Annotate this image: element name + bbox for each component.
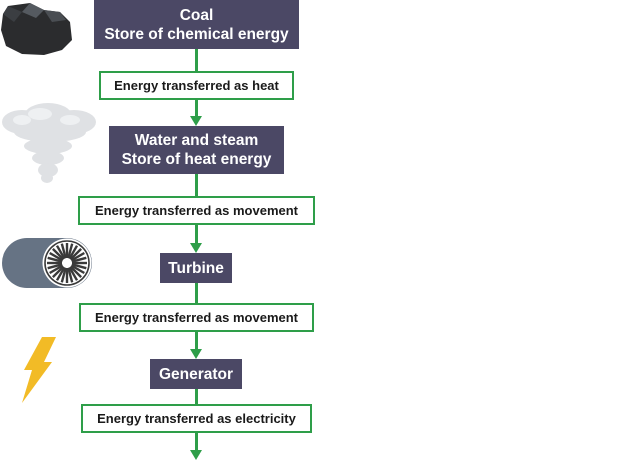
stage-subtitle: Store of heat energy bbox=[121, 151, 272, 168]
stage-title: Generator bbox=[158, 365, 234, 383]
turbine-spoke bbox=[49, 251, 64, 262]
connector-line bbox=[195, 174, 198, 196]
turbine-spoke bbox=[52, 248, 65, 261]
turbine-spoke bbox=[68, 245, 79, 260]
turbine-spoke bbox=[71, 263, 87, 270]
turbine-spoke bbox=[71, 256, 87, 263]
stage-title: Turbine bbox=[168, 259, 224, 277]
connector-line bbox=[195, 433, 198, 451]
connector-line bbox=[195, 389, 198, 404]
arrow-head bbox=[190, 450, 202, 460]
turbine-spoke bbox=[52, 265, 65, 278]
turbine-spoke bbox=[69, 248, 82, 261]
transfer-box-heat: Energy transferred as heat bbox=[99, 71, 294, 100]
transfer-box-movement: Energy transferred as movement bbox=[78, 196, 315, 225]
turbine-spoke bbox=[47, 256, 63, 263]
transfer-box-electricity: Energy transferred as electricity bbox=[81, 404, 312, 433]
connector-line bbox=[195, 100, 198, 116]
connector-line bbox=[195, 332, 198, 350]
lightning-bolt-icon bbox=[22, 337, 56, 403]
stage-box-generator: Generator bbox=[150, 359, 242, 389]
turbine-spoke bbox=[55, 245, 66, 260]
turbine-spoke bbox=[67, 267, 74, 283]
steam-cloud-icon bbox=[2, 103, 96, 183]
turbine-spoke bbox=[70, 251, 85, 262]
turbine-icon bbox=[2, 238, 92, 288]
turbine-spoke bbox=[69, 265, 82, 278]
stage-box-turbine: Turbine bbox=[160, 253, 232, 283]
turbine-spoke bbox=[55, 266, 66, 281]
coal-icon bbox=[1, 3, 72, 55]
connector-line bbox=[195, 49, 198, 71]
turbine-spoke bbox=[60, 243, 67, 259]
stage-title: Coal bbox=[179, 6, 214, 24]
arrow-head bbox=[190, 116, 202, 126]
connector-line bbox=[195, 225, 198, 245]
stage-subtitle: Store of chemical energy bbox=[104, 25, 289, 43]
stage-title: Water and steam bbox=[134, 132, 259, 149]
turbine-spoke bbox=[47, 263, 63, 270]
stage-box-water-steam: Water and steam Store of heat energy bbox=[109, 126, 284, 174]
turbine-spoke bbox=[70, 264, 85, 275]
arrow-head bbox=[190, 349, 202, 359]
turbine-spoke bbox=[68, 266, 79, 281]
connector-line bbox=[195, 283, 198, 303]
turbine-spoke bbox=[67, 243, 74, 259]
transfer-box-movement: Energy transferred as movement bbox=[79, 303, 314, 332]
turbine-spoke bbox=[60, 267, 67, 283]
arrow-head bbox=[190, 243, 202, 253]
stage-box-coal: Coal Store of chemical energy bbox=[94, 0, 299, 49]
turbine-spoke bbox=[49, 264, 64, 275]
